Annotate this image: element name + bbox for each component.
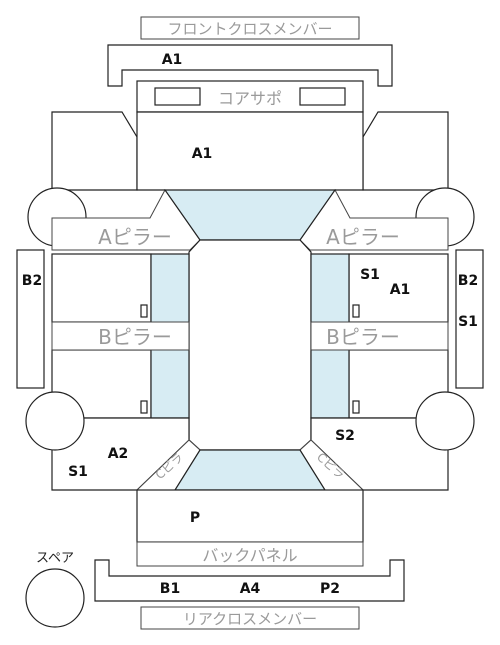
a-pillar-left-label: Aピラー <box>98 225 172 249</box>
a-pillar-right-label: Aピラー <box>326 225 400 249</box>
back-panel-part[interactable] <box>136 541 364 567</box>
rear-cross-member-box <box>140 606 360 630</box>
front-cross-member-label: フロントクロスメンバー <box>167 20 332 38</box>
b-pillar-right-band[interactable] <box>310 321 449 351</box>
right-front-door-code-s: S1 <box>360 267 380 283</box>
core-support-right-opening <box>299 87 346 106</box>
b-pillar-left-label: Bピラー <box>98 325 172 349</box>
hood-code: A1 <box>192 146 213 162</box>
roof-part[interactable] <box>188 239 312 451</box>
left-rear-quarter-code-a: A2 <box>108 446 129 462</box>
left-rear-door-handle <box>140 400 148 414</box>
rear-cross-code-p2: P2 <box>320 581 340 597</box>
spare-label: スペア <box>36 551 74 566</box>
left-rocker-panel[interactable] <box>16 249 45 389</box>
front-cross-member-part[interactable] <box>107 44 393 87</box>
rear-cross-code-a4: A4 <box>240 581 261 597</box>
front-cross-member-code: A1 <box>162 52 183 68</box>
right-front-door-code-a: A1 <box>390 282 411 298</box>
rear-cross-member-label: リアクロスメンバー <box>183 610 317 628</box>
rear-cross-member-part[interactable] <box>94 559 405 602</box>
right-front-door[interactable] <box>348 253 449 323</box>
left-rear-quarter-code-s: S1 <box>68 464 88 480</box>
rear-left-wheel[interactable] <box>25 391 85 451</box>
right-rear-door-handle <box>352 400 360 414</box>
rear-right-wheel[interactable] <box>415 391 475 451</box>
core-support-left-opening <box>154 87 201 106</box>
trunk-part[interactable] <box>136 489 364 543</box>
core-support-label: コアサポ <box>218 89 282 108</box>
right-front-fender[interactable] <box>362 111 449 191</box>
b-pillar-right-label: Bピラー <box>326 325 400 349</box>
spare-tire[interactable] <box>25 568 85 628</box>
front-cross-member-box <box>140 16 360 40</box>
back-panel-label: バックパネル <box>202 546 297 565</box>
left-rocker-code: B2 <box>22 273 42 289</box>
right-rocker-code-s: S1 <box>458 314 478 330</box>
right-rear-door-code: S2 <box>335 428 355 444</box>
rear-window[interactable] <box>173 449 327 491</box>
left-front-fender[interactable] <box>51 111 138 191</box>
right-rocker-panel[interactable] <box>455 249 484 389</box>
b-pillar-left-band[interactable] <box>51 321 190 351</box>
left-front-door[interactable] <box>51 253 152 323</box>
left-front-door-handle <box>140 304 148 318</box>
trunk-code: P <box>190 510 200 526</box>
right-front-door-handle <box>352 304 360 318</box>
rear-cross-code-b1: B1 <box>160 581 180 597</box>
right-rocker-code-b: B2 <box>458 273 478 289</box>
